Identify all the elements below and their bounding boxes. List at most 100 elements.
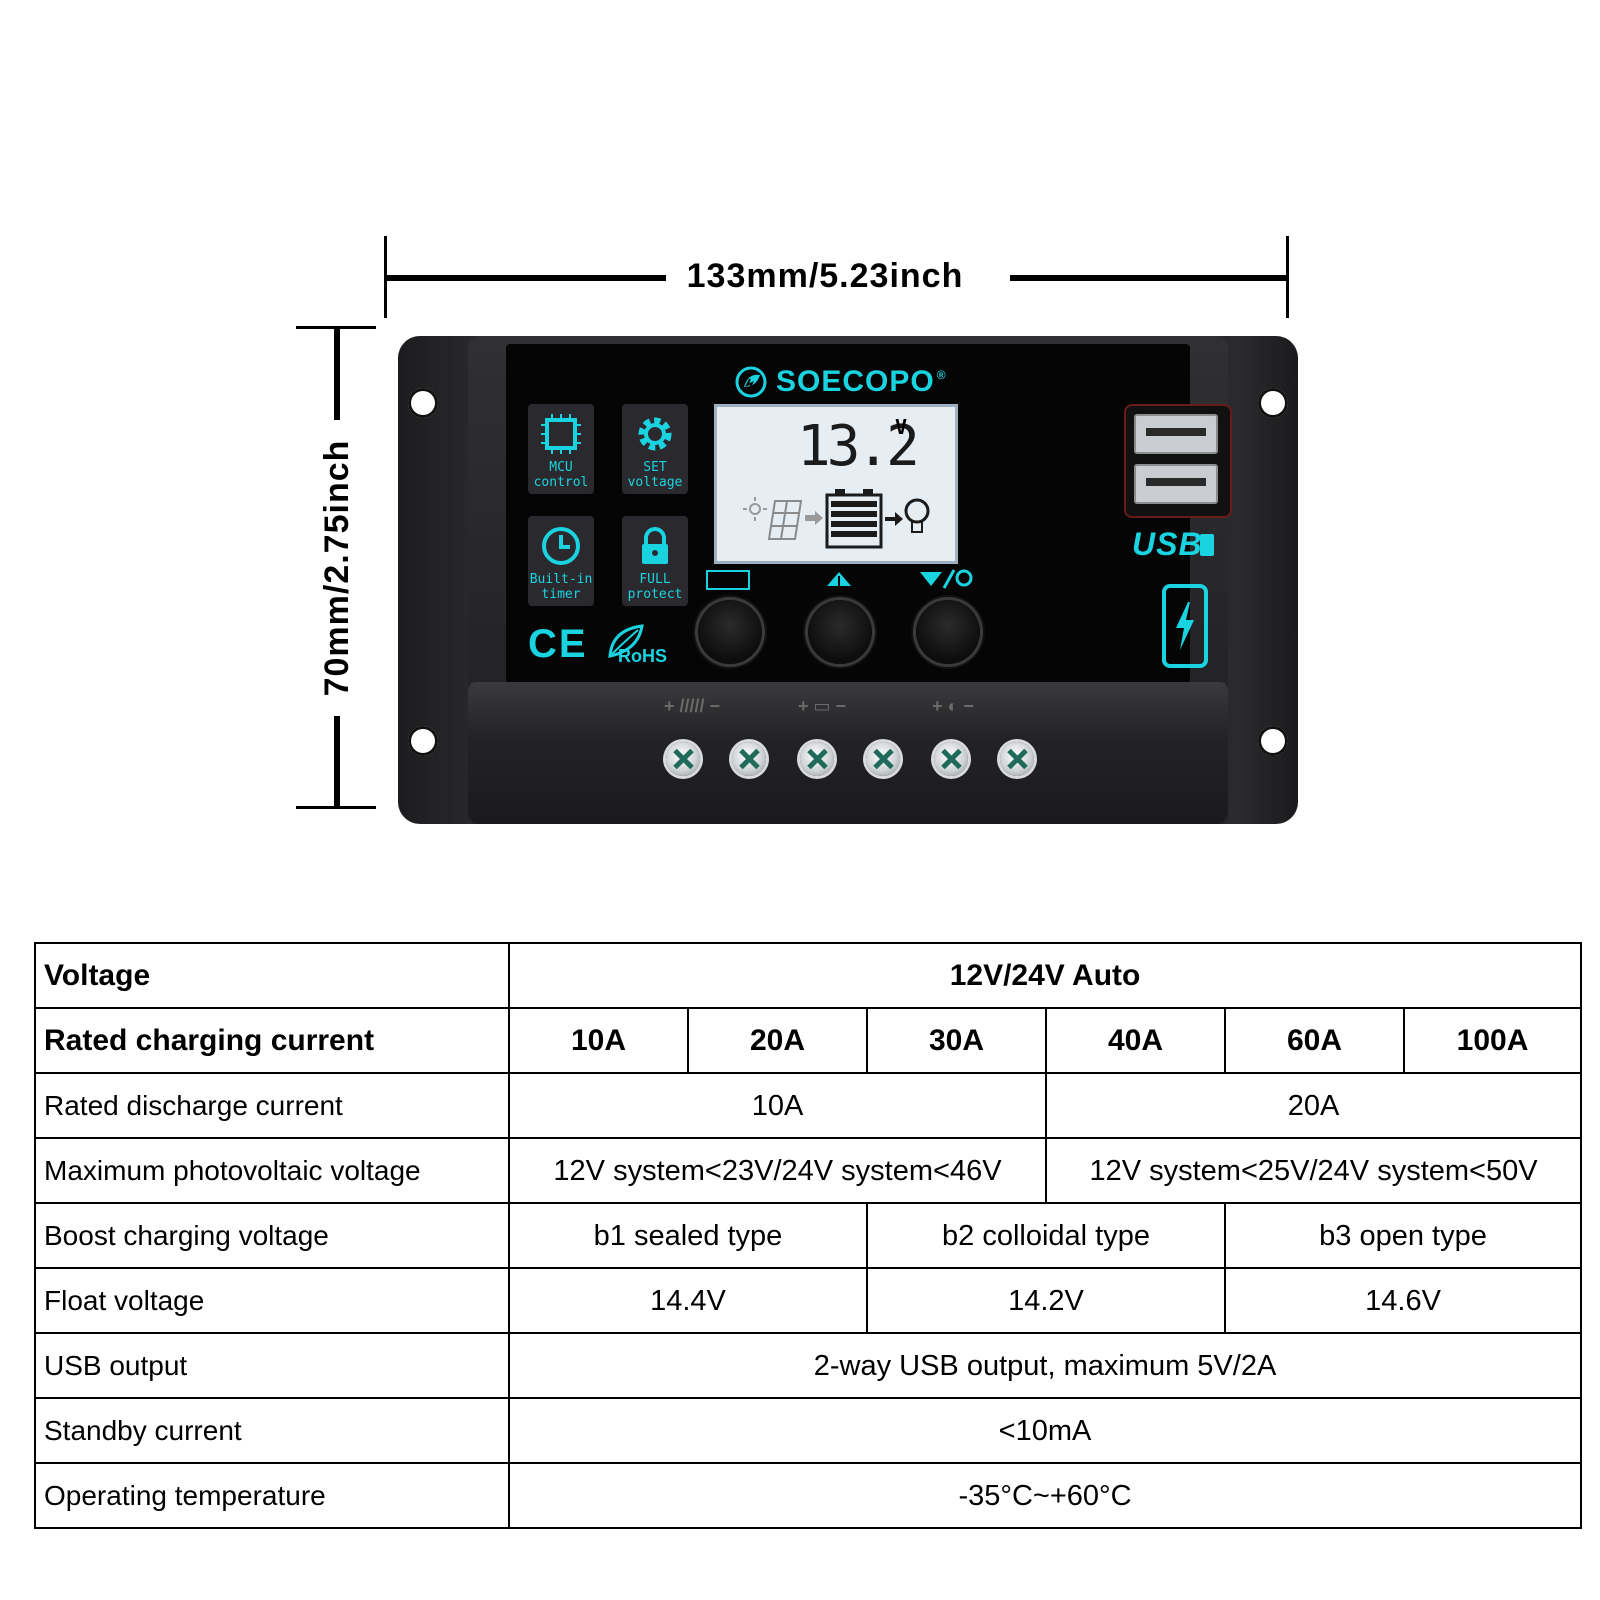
- feature-full-protect: FULL protect: [622, 516, 688, 606]
- height-dim-tick-bottom: [296, 806, 376, 809]
- gear-icon: [638, 417, 672, 451]
- arrow-icon: [885, 512, 903, 526]
- lcd-screen: 13.2 V: [714, 404, 958, 564]
- table-cell: b2 colloidal type: [866, 1202, 1226, 1269]
- table-cell: 14.2V: [866, 1267, 1226, 1334]
- usb-port-block: [1124, 404, 1232, 518]
- lightning-icon: [1176, 602, 1194, 650]
- load-terminal-label: + ◐ −: [932, 696, 974, 716]
- feature-line2: voltage: [627, 475, 683, 490]
- solar-charge-controller: SOECOPO® MCU control SET voltage: [398, 336, 1298, 824]
- bulb-icon: [904, 498, 930, 533]
- rohs-label: RoHS: [618, 646, 667, 666]
- feature-line1: SET: [643, 460, 667, 475]
- width-dim-line-left: [386, 275, 666, 281]
- mount-hole: [408, 388, 438, 418]
- up-arrow-icon: [827, 572, 851, 586]
- table-cell: 10A: [508, 1072, 1047, 1139]
- menu-button-icon: [706, 570, 750, 590]
- lcd-voltage-value: 13.2: [797, 414, 920, 479]
- row-label: Boost charging voltage: [34, 1202, 510, 1269]
- terminal-screw: [732, 742, 766, 776]
- table-cell: 40A: [1045, 1007, 1226, 1074]
- width-dim-tick-left: [384, 236, 387, 318]
- mount-hole: [1258, 726, 1288, 756]
- terminal-screw: [1000, 742, 1034, 776]
- feature-line2: control: [533, 475, 589, 490]
- menu-button[interactable]: [698, 600, 762, 664]
- feature-built-in-timer: Built-in timer: [528, 516, 594, 606]
- down-button[interactable]: [916, 600, 980, 664]
- feature-mcu-control: MCU control: [528, 404, 594, 494]
- row-label: Operating temperature: [34, 1462, 510, 1529]
- row-label: Standby current: [34, 1397, 510, 1464]
- solar-terminal-label: + ///// −: [664, 696, 721, 716]
- width-dim-tick-right: [1286, 236, 1289, 318]
- table-row: Standby current<10mA: [34, 1397, 1583, 1464]
- usb-port[interactable]: [1134, 414, 1218, 454]
- terminal-bar: [468, 682, 1228, 824]
- row-label: USB output: [34, 1332, 510, 1399]
- feature-line1: Built-in: [529, 572, 593, 587]
- arrow-icon: [805, 511, 823, 525]
- rohs-mark: RoHS: [606, 624, 676, 668]
- mount-hole: [1258, 388, 1288, 418]
- height-dim-line-top: [334, 328, 340, 420]
- table-cell: b3 open type: [1223, 1202, 1583, 1269]
- feature-line2: protect: [627, 587, 683, 602]
- leaf-logo-icon: [735, 366, 767, 398]
- lcd-voltage-unit: V: [895, 415, 908, 439]
- table-cell: 30A: [866, 1007, 1047, 1074]
- phone-charging-icon: [1162, 584, 1208, 668]
- table-cell: 14.6V: [1223, 1267, 1583, 1334]
- feature-set-voltage: SET voltage: [622, 404, 688, 494]
- solar-panel-icon: [767, 500, 803, 540]
- usb-plug-icon: [1200, 534, 1214, 556]
- leaf-icon: [608, 624, 644, 658]
- height-dim-label: 70mm/2.75inch: [318, 439, 356, 697]
- mount-hole: [408, 726, 438, 756]
- terminal-screw: [666, 742, 700, 776]
- table-cell: 2-way USB output, maximum 5V/2A: [507, 1332, 1583, 1399]
- battery-terminal-label: + ▭ −: [798, 696, 847, 716]
- terminal-screw: [934, 742, 968, 776]
- table-cell: 100A: [1402, 1007, 1583, 1074]
- usb-label: USB: [1132, 526, 1203, 562]
- feature-line2: timer: [541, 587, 581, 602]
- row-label: Rated charging current: [34, 1007, 510, 1074]
- table-cell: 12V/24V Auto: [507, 942, 1583, 1009]
- row-label: Maximum photovoltaic voltage: [34, 1137, 510, 1204]
- row-label: Rated discharge current: [34, 1072, 510, 1139]
- terminal-screw: [800, 742, 834, 776]
- table-cell: 10A: [508, 1007, 689, 1074]
- table-row: Maximum photovoltaic voltage 12V system<2…: [34, 1137, 1583, 1204]
- table-cell: -35°C~+60°C: [507, 1462, 1583, 1529]
- height-dim-tick-top: [296, 326, 376, 329]
- sun-icon: [743, 497, 767, 521]
- table-cell: <10mA: [507, 1397, 1583, 1464]
- table-cell: 12V system<25V/24V system<50V: [1044, 1137, 1583, 1204]
- up-button[interactable]: [808, 600, 872, 664]
- feature-line1: MCU: [549, 460, 573, 475]
- lcd-status-graphic: [743, 489, 930, 549]
- width-dim-line-right: [1010, 275, 1286, 281]
- brand-name: SOECOPO: [776, 365, 935, 398]
- ce-mark: CE: [528, 622, 588, 666]
- registered-mark: ®: [936, 368, 947, 382]
- usb-port[interactable]: [1134, 464, 1218, 504]
- table-cell: b1 sealed type: [508, 1202, 868, 1269]
- row-label: Float voltage: [34, 1267, 510, 1334]
- width-dim-label: 133mm/5.23inch: [686, 257, 964, 295]
- brand-logo: SOECOPO®: [734, 362, 974, 402]
- feature-line1: FULL: [639, 572, 671, 587]
- terminal-screw: [866, 742, 900, 776]
- control-panel: SOECOPO® MCU control SET voltage: [506, 344, 1232, 684]
- table-cell: 60A: [1224, 1007, 1405, 1074]
